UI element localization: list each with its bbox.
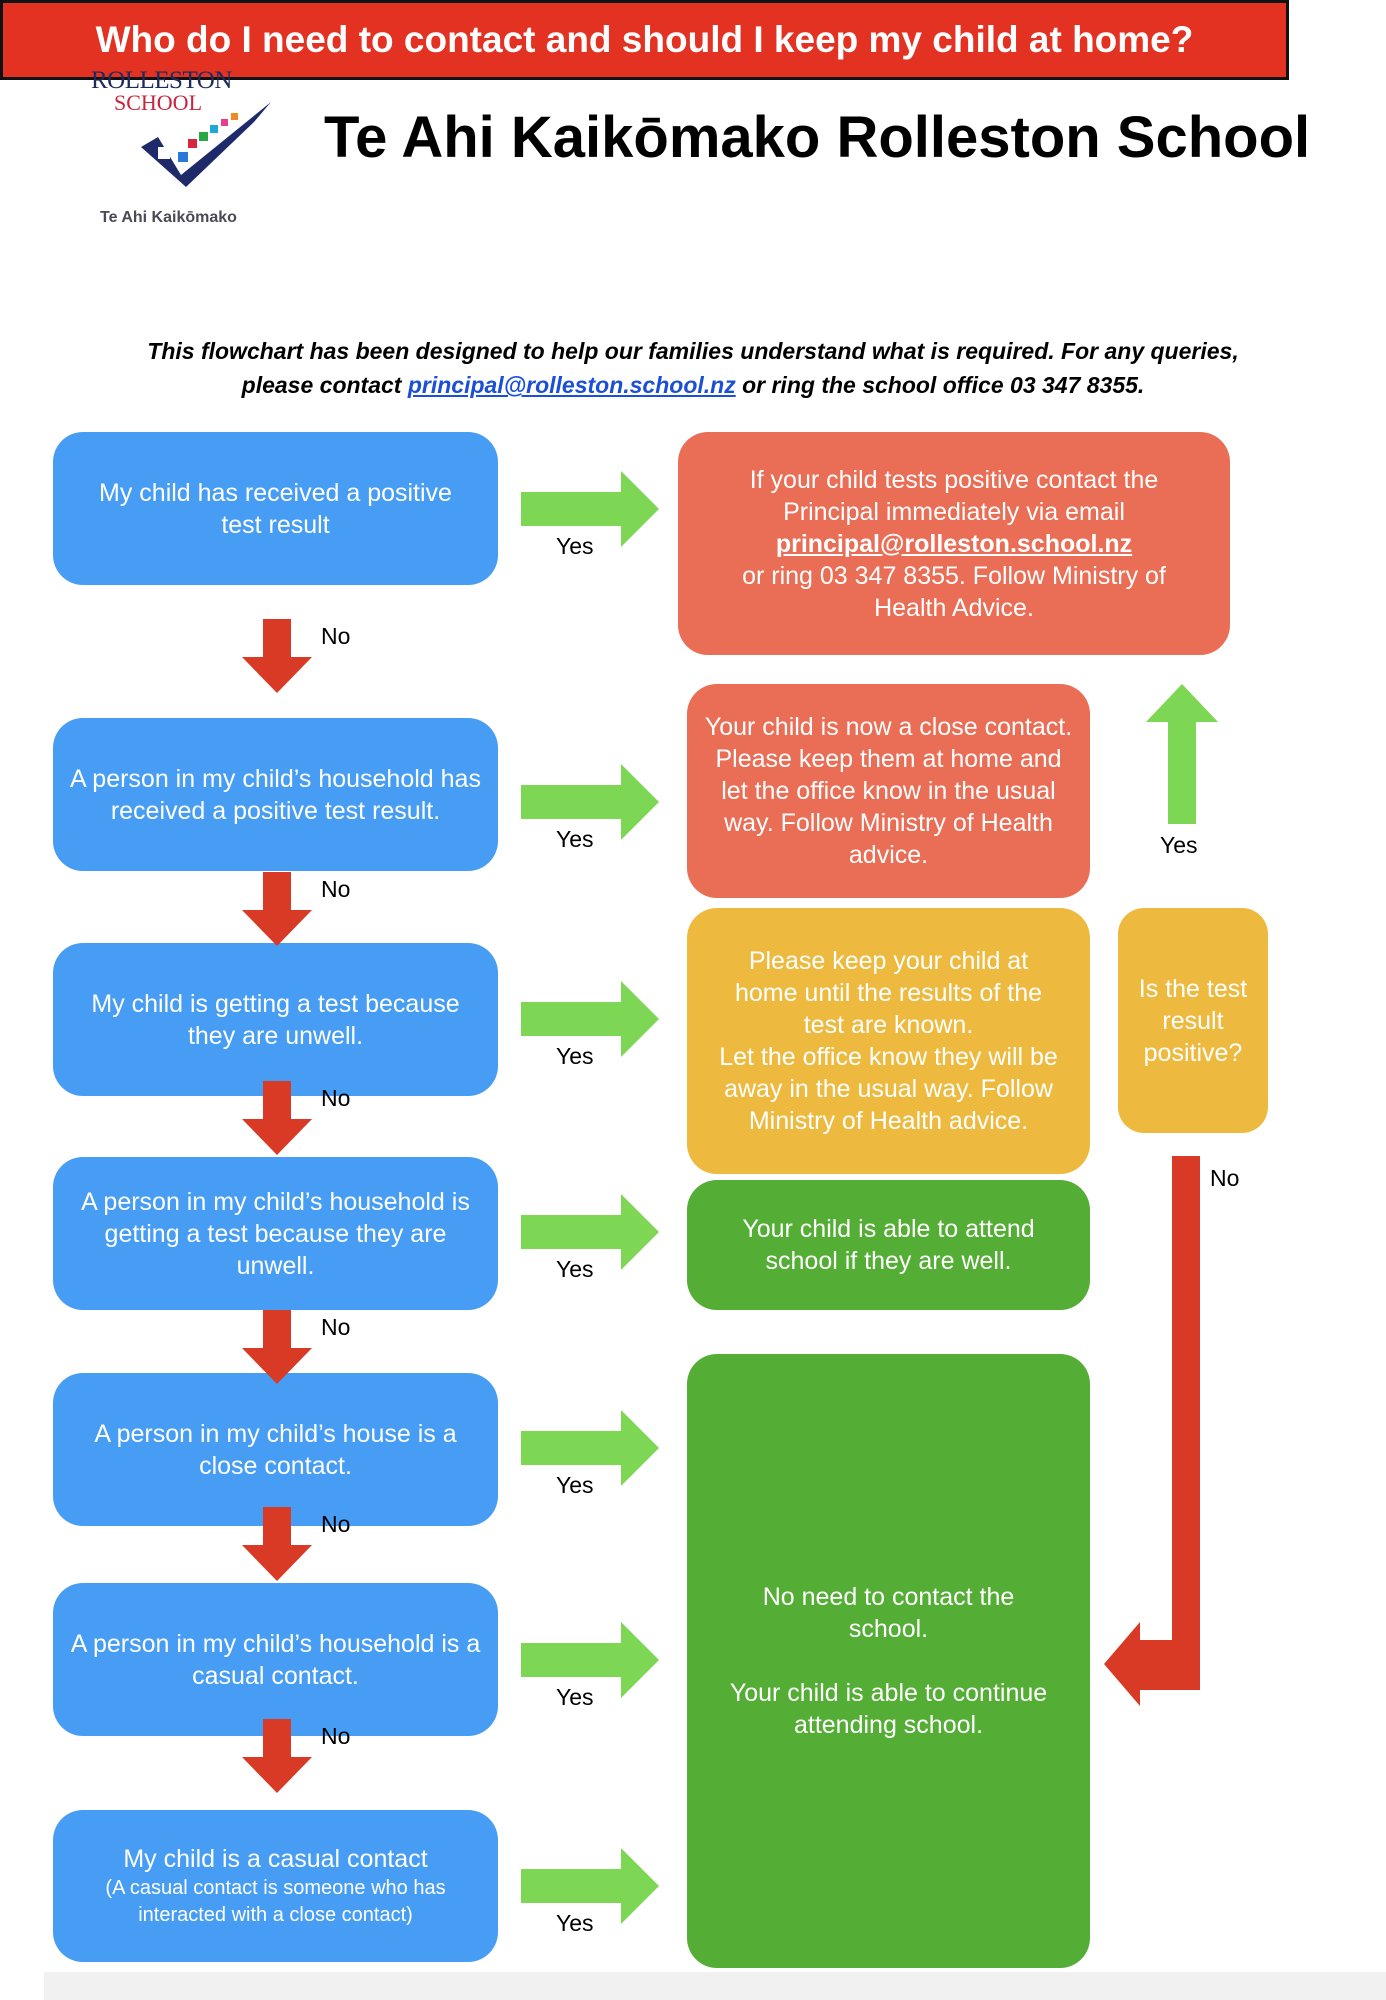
no-label: No — [321, 1511, 351, 1537]
outcome-text: Let the office know they will be away in… — [719, 1043, 1058, 1135]
question-household-positive: A person in my child’s household has rec… — [53, 718, 498, 871]
arrow-right-yes-icon — [521, 764, 659, 840]
intro-prefix: please contact — [241, 372, 408, 398]
arrow-up-yes-icon — [1146, 684, 1218, 824]
question-text: My child is getting a test because they … — [91, 989, 460, 1050]
question-text: My child has received a positive test re… — [99, 478, 452, 539]
outcome-text: or ring 03 347 8355. Follow Ministry of … — [742, 561, 1166, 622]
outcome-text: Your child is now a close contact. Pleas… — [704, 713, 1073, 869]
arrow-no-to-school-icon — [1104, 1156, 1200, 1706]
question-text: My child is a casual contact — [123, 1845, 428, 1873]
question-household-casual-contact: A person in my child’s household is a ca… — [53, 1583, 498, 1736]
outcome-close-contact: Your child is now a close contact. Pleas… — [687, 684, 1090, 898]
arrow-down-no-icon — [242, 1507, 312, 1581]
outcome-text: Your child is able to attend school if t… — [742, 1215, 1035, 1275]
arrow-down-no-icon — [242, 619, 312, 693]
yes-label: Yes — [556, 1472, 594, 1498]
intro-line1: This flowchart has been designed to help… — [147, 338, 1239, 364]
arrow-right-yes-icon — [521, 981, 659, 1057]
arrow-down-no-icon — [242, 1081, 312, 1155]
question-positive-test: My child has received a positive test re… — [53, 432, 498, 585]
yes-label: Yes — [556, 533, 594, 559]
no-label: No — [321, 1314, 351, 1340]
yes-label: Yes — [556, 1043, 594, 1069]
outcome-text: No need to contact the school. — [762, 1583, 1015, 1643]
question-text: A person in my child’s house is a close … — [94, 1419, 457, 1480]
outcome-contact-principal: If your child tests positive contact the… — [678, 432, 1230, 655]
outcome-email-link[interactable]: principal@rolleston.school.nz — [775, 529, 1133, 558]
question-house-close-contact: A person in my child’s house is a close … — [53, 1373, 498, 1526]
question-text: A person in my child’s household has rec… — [70, 764, 481, 825]
no-label: No — [321, 1085, 351, 1111]
page-bottom-edge — [44, 1972, 1386, 2000]
arrow-down-no-icon — [242, 872, 312, 946]
question-text: A person in my child’s household is gett… — [81, 1187, 470, 1280]
outcome-text: Please keep your child at home until the… — [734, 947, 1043, 1039]
question-test-positive: Is the test result positive? — [1118, 908, 1268, 1133]
logo-checkmark-icon — [141, 102, 271, 187]
logo-line1: ROLLESTON — [91, 67, 232, 94]
question-child-test-unwell: My child is getting a test because they … — [53, 943, 498, 1096]
principal-email-link[interactable]: principal@rolleston.school.nz — [407, 372, 736, 398]
intro-suffix: or ring the school office 03 347 8355. — [735, 372, 1145, 398]
arrow-right-yes-icon — [521, 1622, 659, 1698]
logo-tagline: Te Ahi Kaikōmako — [100, 209, 237, 226]
yes-label: Yes — [556, 1684, 594, 1710]
arrow-down-no-icon — [242, 1310, 312, 1384]
no-label: No — [321, 876, 351, 902]
no-label: No — [321, 1723, 351, 1749]
question-household-test-unwell: A person in my child’s household is gett… — [53, 1157, 498, 1310]
outcome-no-contact: No need to contact the school. Your chil… — [687, 1354, 1090, 1968]
page-title: Te Ahi Kaikōmako Rolleston School — [324, 105, 1311, 170]
outcome-text: If your child tests positive contact the… — [749, 465, 1159, 526]
intro-line2: please contact principal@rolleston.schoo… — [0, 372, 1386, 399]
question-note: (A casual contact is someone who has int… — [105, 1877, 446, 1926]
arrow-down-no-icon — [242, 1719, 312, 1793]
question-text: A person in my child’s household is a ca… — [70, 1629, 481, 1690]
school-logo: ROLLESTON SCHOOL Te Ahi Kaikōmako — [86, 62, 286, 232]
banner-heading: Who do I need to contact and should I ke… — [0, 0, 1289, 80]
yes-label: Yes — [1160, 832, 1198, 858]
arrow-right-yes-icon — [521, 471, 659, 547]
arrow-right-yes-icon — [521, 1194, 659, 1270]
arrow-right-yes-icon — [521, 1848, 659, 1924]
outcome-attend-if-well: Your child is able to attend school if t… — [687, 1180, 1090, 1310]
outcome-await-results: Please keep your child at home until the… — [687, 908, 1090, 1174]
logo-line2: SCHOOL — [114, 90, 203, 115]
question-text: Is the test result positive? — [1138, 974, 1248, 1067]
outcome-text: Your child is able to continue attending… — [729, 1679, 1048, 1739]
yes-label: Yes — [556, 1910, 594, 1936]
yes-label: Yes — [556, 1256, 594, 1282]
no-label: No — [1210, 1165, 1240, 1191]
no-label: No — [321, 623, 351, 649]
yes-label: Yes — [556, 826, 594, 852]
arrow-right-yes-icon — [521, 1410, 659, 1486]
question-child-casual-contact: My child is a casual contact (A casual c… — [53, 1810, 498, 1962]
